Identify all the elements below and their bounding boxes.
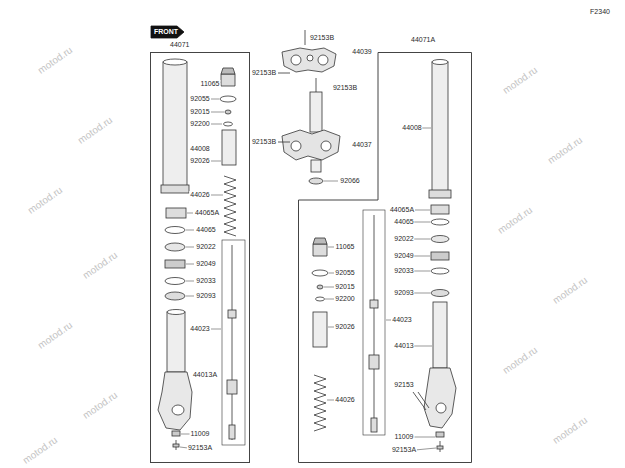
watermark: motod.ru bbox=[81, 389, 120, 421]
callout-number: 11009 bbox=[190, 430, 211, 438]
watermark: motod.ru bbox=[36, 44, 75, 76]
callout-number: 44008 bbox=[189, 145, 210, 153]
callout-number: 92022 bbox=[393, 235, 414, 243]
watermark: motod.ru bbox=[21, 434, 60, 466]
callout-number: 44013 bbox=[393, 342, 414, 350]
watermark: motod.ru bbox=[546, 134, 585, 166]
callout-number: 92153B bbox=[251, 138, 277, 146]
callout-number: 92093 bbox=[393, 289, 414, 297]
callout-number: 44065A bbox=[389, 206, 415, 214]
callout-number: 92033 bbox=[393, 267, 414, 275]
callout-number: 44023 bbox=[391, 316, 412, 324]
callout-number: 92033 bbox=[195, 277, 216, 285]
callout-number: 92015 bbox=[334, 283, 355, 291]
part-drawings bbox=[151, 26, 456, 452]
callout-number: 92153A bbox=[187, 444, 213, 452]
callout-number: 44065 bbox=[393, 218, 414, 226]
assembly-number: 44071 bbox=[169, 41, 190, 49]
callout-number: 44039 bbox=[351, 48, 372, 56]
watermark: motod.ru bbox=[76, 114, 115, 146]
callout-number: 44023 bbox=[189, 325, 210, 333]
callout-number: 92093 bbox=[195, 292, 216, 300]
callout-number: 92066 bbox=[339, 177, 360, 185]
callout-number: 92055 bbox=[189, 95, 210, 103]
direction-marker: FRONT bbox=[153, 28, 179, 36]
callout-number: 92153B bbox=[332, 84, 358, 92]
callout-number: 92026 bbox=[189, 157, 210, 165]
callout-number: 92153 bbox=[393, 381, 414, 389]
watermark: motod.ru bbox=[501, 344, 540, 376]
callout-number: 92153A bbox=[391, 446, 417, 454]
callout-number: 11009 bbox=[394, 433, 415, 441]
frame-outline bbox=[298, 52, 472, 463]
callout-number: 92153B bbox=[309, 34, 335, 42]
callout-number: 92015 bbox=[189, 108, 210, 116]
callout-number: 44008 bbox=[401, 124, 422, 132]
assembly-frame: 44071A bbox=[298, 52, 472, 463]
assembly-number: 44071A bbox=[410, 36, 436, 44]
callout-number: 44065 bbox=[195, 226, 216, 234]
callout-number: 92055 bbox=[334, 269, 355, 277]
callout-number: 92200 bbox=[189, 120, 210, 128]
callout-number: 92022 bbox=[195, 243, 216, 251]
callout-number: 92200 bbox=[334, 295, 355, 303]
watermark: motod.ru bbox=[501, 64, 540, 96]
callout-number: 44037 bbox=[351, 141, 372, 149]
callout-number: 92026 bbox=[334, 323, 355, 331]
figure-code: F2340 bbox=[589, 8, 611, 16]
watermark: motod.ru bbox=[551, 414, 590, 446]
watermark: motod.ru bbox=[551, 274, 590, 306]
callout-number: 44065A bbox=[194, 209, 220, 217]
callout-number: 92049 bbox=[195, 260, 216, 268]
callout-number: 44026 bbox=[334, 396, 355, 404]
callout-number: 44013A bbox=[192, 371, 218, 379]
callout-number: 92049 bbox=[393, 252, 414, 260]
watermark: motod.ru bbox=[26, 184, 65, 216]
callout-number: 92153B bbox=[251, 69, 277, 77]
watermark: motod.ru bbox=[36, 319, 75, 351]
callout-number: 11065 bbox=[335, 243, 356, 251]
callout-number: 11065 bbox=[200, 80, 221, 88]
watermark: motod.ru bbox=[81, 249, 120, 281]
callout-number: 44026 bbox=[189, 191, 210, 199]
watermark: motod.ru bbox=[496, 204, 535, 236]
